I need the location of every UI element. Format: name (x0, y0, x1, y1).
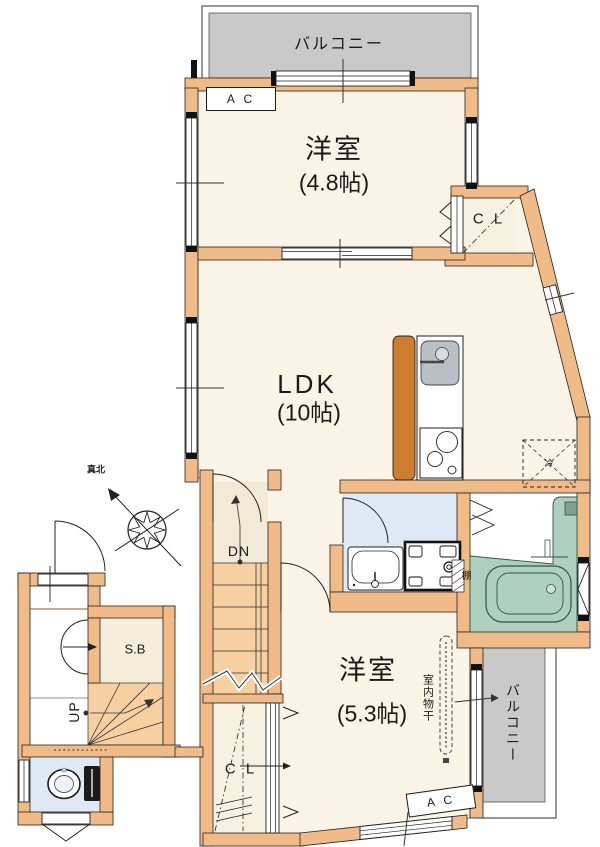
closet-bottom-diagonal (214, 704, 246, 832)
bath-window-triangle (577, 562, 590, 616)
shoe-box-floor (100, 618, 163, 683)
floors (30, 5, 588, 837)
label-stairs-down: DN (227, 543, 251, 559)
stove-icon (419, 427, 463, 479)
closet-bottom-arrows (282, 706, 300, 819)
doors (30, 197, 517, 842)
faucet-icon (435, 347, 449, 361)
label-refrigerator: 冷 (544, 458, 554, 469)
north-needle (112, 493, 182, 567)
bathroom (469, 496, 578, 633)
stairs-up-floor (87, 682, 164, 746)
label-shoe-box: S.B (124, 641, 146, 657)
bath-folding-door (469, 499, 496, 536)
toilet (47, 749, 108, 801)
ac-label-top: A C (206, 87, 276, 111)
washroom-door (342, 497, 389, 544)
label-stairs-up: UP (66, 701, 82, 723)
closet-bottom-sliding-track (265, 702, 280, 834)
window-ticks (49, 59, 575, 847)
balcony-top-floor (208, 12, 472, 79)
indoor-laundry-pole (439, 635, 453, 763)
label-ldk-name: LDK (277, 369, 337, 399)
stair-details (83, 495, 283, 746)
label-true-north: 真北 (86, 464, 106, 475)
room2-door (280, 562, 331, 613)
walls (17, 77, 591, 847)
closet-top-diagonal (462, 197, 517, 254)
window-end-caps (186, 60, 589, 792)
label-closet-top: C L (472, 210, 506, 228)
label-balcony-top: バルコニー (294, 36, 384, 53)
compass-star (127, 510, 167, 550)
bath-faucet-icon (544, 539, 551, 558)
bath-drain-icon (546, 584, 556, 594)
north-arrowhead (108, 488, 120, 501)
kitchen (392, 335, 464, 481)
toilet-door-opening (41, 812, 91, 825)
room1-ldk-sliding-door (281, 247, 413, 260)
landing-door (212, 473, 262, 523)
shoe-box-doors (60, 619, 89, 675)
label-room1-size: (4.8帖) (298, 169, 370, 196)
stairs-down-direction (235, 496, 241, 560)
compass (108, 488, 182, 567)
stairs-up-direction (90, 701, 151, 714)
shower-unit-icon (564, 501, 578, 516)
label-indoor-laundry: 室内物干 (421, 674, 434, 722)
label-shelf: 棚 (459, 570, 470, 580)
label-room2-size: (5.3帖) (336, 700, 408, 727)
refrigerator-space (522, 439, 576, 488)
label-balcony-right: バルコニー (505, 683, 521, 763)
label-ldk-size: (10帖) (277, 399, 341, 426)
post (191, 60, 197, 78)
label-closet-bottom: C L (224, 760, 258, 778)
label-room2-name: 洋室 (339, 655, 397, 686)
entrance-door (54, 520, 106, 573)
entrance-door-opening (37, 573, 89, 586)
washroom (347, 540, 465, 593)
stair-landing (213, 482, 268, 563)
balcony-right-floor (480, 645, 546, 803)
bathtub (485, 565, 572, 623)
closet-top-fold-marks (439, 201, 452, 245)
windows (18, 59, 590, 847)
kitchen-counter-side (392, 335, 416, 481)
label-room1-name: 洋室 (305, 134, 363, 165)
toilet-door-swing (41, 823, 91, 842)
